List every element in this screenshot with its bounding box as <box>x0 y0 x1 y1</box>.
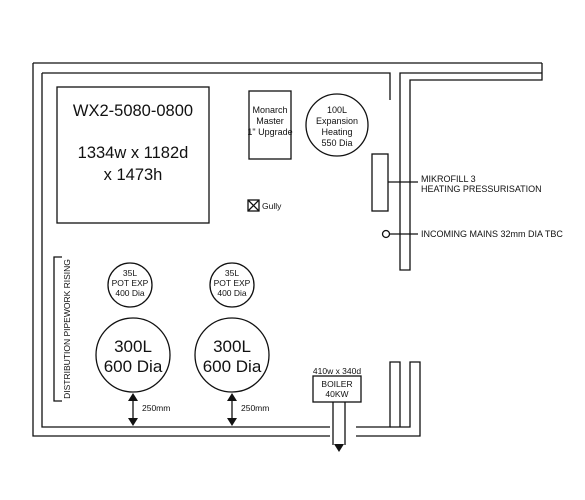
pipework-bracket <box>53 256 62 402</box>
pot-exp-left-line1: 35L <box>123 268 137 278</box>
pot-exp-left-line3: 400 Dia <box>115 288 145 298</box>
pot-exp-right-line1: 35L <box>225 268 239 278</box>
cylinder-left-line1: 300L <box>114 337 152 356</box>
unit-dims-line2: x 1473h <box>104 166 163 184</box>
incoming-mains-point <box>381 229 391 239</box>
gully-cross <box>247 199 260 212</box>
pipework-label: DISTRIBUTION PIPEWORK RISING <box>62 259 72 399</box>
cylinder-right-outline <box>194 317 270 393</box>
gully-icon <box>247 199 260 212</box>
inner-wall <box>41 72 401 428</box>
pot-exp-right-line2: POT EXP <box>214 278 251 288</box>
clearance-right-arrow-top <box>227 393 237 401</box>
clearance-left-arrow-bottom <box>128 418 138 426</box>
expansion-line3: Heating <box>321 127 352 137</box>
clearance-left-arrow-top <box>128 393 138 401</box>
boiler-outline <box>312 375 362 403</box>
monarch-line3: 1" Upgrade <box>247 127 292 137</box>
cylinder-left-outline <box>95 317 171 393</box>
boiler-line2: 40KW <box>325 389 348 399</box>
boiler-size: 410w x 340d <box>313 366 361 376</box>
expansion-line2: Expansion <box>316 116 358 126</box>
pot-exp-right-line3: 400 Dia <box>217 288 247 298</box>
mikrofill-line1: MIKROFILL 3 <box>421 174 476 184</box>
pot-exp-right-outline <box>209 262 255 308</box>
incoming-mains-label: INCOMING MAINS 32mm DIA TBC <box>421 229 563 239</box>
expansion-line4: 550 Dia <box>321 138 352 148</box>
cylinder-left-line2: 600 Dia <box>104 357 163 376</box>
unit-box-outline <box>56 86 210 224</box>
monarch-outline <box>248 90 292 160</box>
clearance-right-arrow-bottom <box>227 418 237 426</box>
pot-exp-left-line2: POT EXP <box>112 278 149 288</box>
unit-dims-line1: 1334w x 1182d <box>78 144 189 162</box>
mikrofill-line2: HEATING PRESSURISATION <box>421 184 542 194</box>
monarch-line2: Master <box>256 116 284 126</box>
boiler-line1: BOILER <box>321 379 352 389</box>
expansion-100l-outline <box>305 93 369 157</box>
clearance-left-label: 250mm <box>142 403 170 413</box>
gully-label: Gully <box>262 201 282 211</box>
cylinder-right-line1: 300L <box>213 337 251 356</box>
flue-arrow <box>334 444 344 452</box>
unit-model: WX2-5080-0800 <box>73 102 193 120</box>
cylinder-right-line2: 600 Dia <box>203 357 262 376</box>
expansion-line1: 100L <box>327 105 347 115</box>
clearance-right-label: 250mm <box>241 403 269 413</box>
pot-exp-left-outline <box>107 262 153 308</box>
outer-wall <box>32 62 543 437</box>
monarch-line1: Monarch <box>252 105 287 115</box>
boiler-flue <box>332 402 346 445</box>
mikrofill-outline <box>371 153 389 212</box>
